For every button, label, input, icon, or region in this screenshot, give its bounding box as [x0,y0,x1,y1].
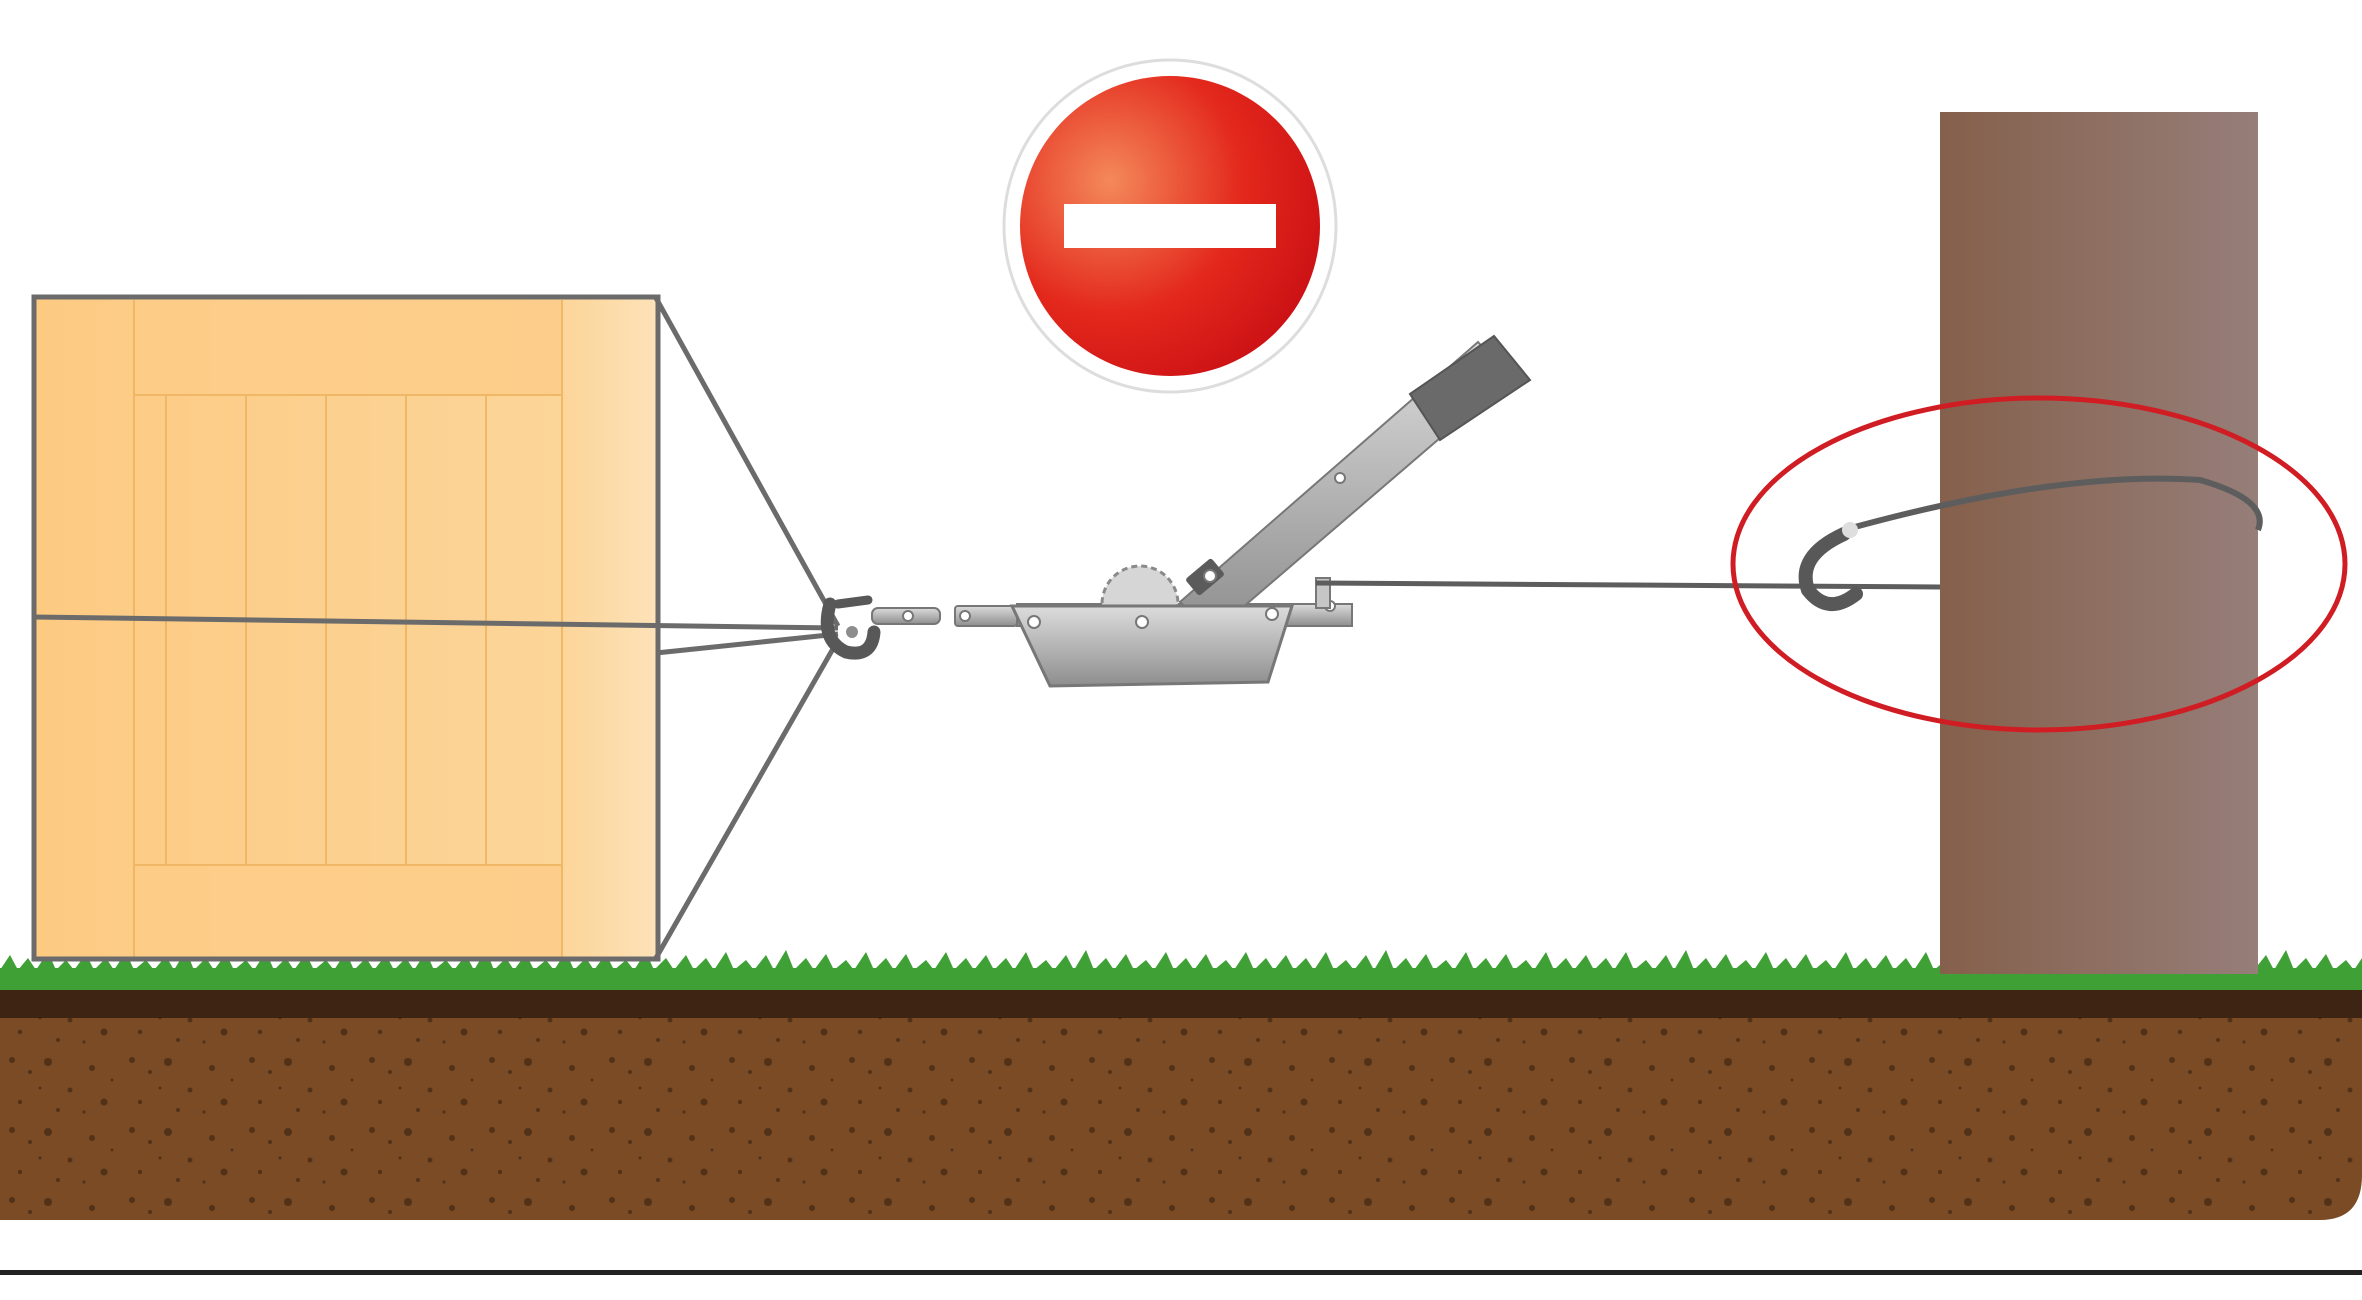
no-entry-sign-icon [1002,58,1338,394]
crate-top-brace [134,300,562,395]
topsoil-strip [0,988,2362,1018]
crate-planks [133,300,563,958]
grass-blades [0,950,2362,975]
ground [0,950,2362,1275]
anchor-post-icon [1940,112,2258,974]
crate-body [36,298,656,958]
crate-sling [33,296,841,960]
winch-cable [1315,475,2263,590]
winch-body [1009,604,1295,688]
hook-icon [820,595,881,660]
highlight-ellipse [1730,395,2348,733]
crate-bottom-brace [134,865,562,957]
hand-winch-icon [871,334,1532,688]
wooden-crate-icon [31,294,661,962]
baseline [0,1270,2362,1275]
hook-icon [1798,522,1863,611]
soil-texture [0,1015,2362,1215]
